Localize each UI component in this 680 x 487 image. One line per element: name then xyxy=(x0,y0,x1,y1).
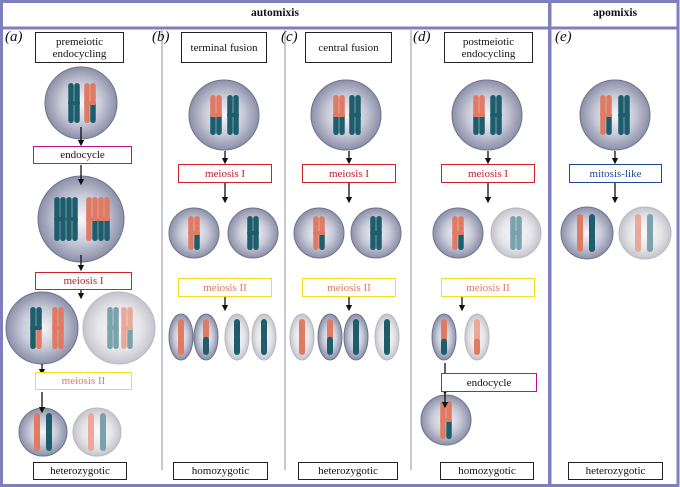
daughter-cell-pale xyxy=(82,291,156,365)
daughter-cell xyxy=(227,207,279,259)
automixis-header: automixis xyxy=(251,7,299,19)
gamete-cell xyxy=(193,313,219,361)
gamete-cell xyxy=(251,313,277,361)
gamete-cell xyxy=(289,313,315,361)
diploid-cell xyxy=(44,66,118,140)
gamete-cell xyxy=(343,313,369,361)
daughter-cell xyxy=(5,291,79,365)
step-meiosis-1: meiosis I xyxy=(441,164,535,183)
daughter-cell xyxy=(293,207,345,259)
step-mitosis-like: mitosis-like xyxy=(569,164,662,183)
apomixis-header: apomixis xyxy=(592,7,638,19)
gamete-cell xyxy=(317,313,343,361)
step-meiosis-1: meiosis I xyxy=(35,272,132,290)
step-meiosis-2: meiosis II xyxy=(441,278,535,297)
daughter-cell xyxy=(432,207,484,259)
endoreplicated-egg xyxy=(420,394,472,446)
diploid-cell xyxy=(188,79,260,151)
gamete-cell xyxy=(464,313,490,361)
step-endocycle: endocycle xyxy=(33,146,132,164)
polar-body xyxy=(618,206,672,260)
egg-cell xyxy=(560,206,614,260)
panel-label-c: (c) xyxy=(281,29,298,45)
step-meiosis-1: meiosis I xyxy=(302,164,396,183)
gamete-cell xyxy=(431,313,457,361)
title-postmeiotic-endocycling: postmeiotic endocycling xyxy=(444,32,533,63)
title-terminal-fusion: terminal fusion xyxy=(181,32,267,63)
title-premeiotic-endocycling: premeiotic endocycling xyxy=(35,32,124,63)
daughter-cell xyxy=(168,207,220,259)
step-meiosis-2: meiosis II xyxy=(178,278,272,297)
step-endocycle: endocycle xyxy=(441,373,537,392)
result-heterozygotic: heterozygotic xyxy=(568,462,663,480)
panel-label-a: (a) xyxy=(5,29,23,45)
gamete-cell xyxy=(374,313,400,361)
diploid-cell xyxy=(310,79,382,151)
egg-cell xyxy=(18,407,68,457)
step-meiosis-1: meiosis I xyxy=(178,164,272,183)
panel-label-e: (e) xyxy=(555,29,572,45)
polar-body xyxy=(72,407,122,457)
panel-label-d: (d) xyxy=(413,29,431,45)
step-meiosis-2: meiosis II xyxy=(35,372,132,390)
diploid-cell xyxy=(579,79,651,151)
result-homozygotic: homozygotic xyxy=(173,462,268,480)
gamete-cell xyxy=(224,313,250,361)
panel-label-b: (b) xyxy=(152,29,170,45)
step-meiosis-2: meiosis II xyxy=(302,278,396,297)
apomixis-frame xyxy=(548,0,680,487)
daughter-cell xyxy=(490,207,542,259)
gamete-cell xyxy=(168,313,194,361)
title-central-fusion: central fusion xyxy=(305,32,392,63)
result-heterozygotic: heterozygotic xyxy=(33,462,127,480)
diploid-cell xyxy=(451,79,523,151)
daughter-cell xyxy=(350,207,402,259)
result-homozygotic: homozygotic xyxy=(440,462,534,480)
endoreplicated-cell xyxy=(37,175,125,263)
result-heterozygotic: heterozygotic xyxy=(298,462,398,480)
